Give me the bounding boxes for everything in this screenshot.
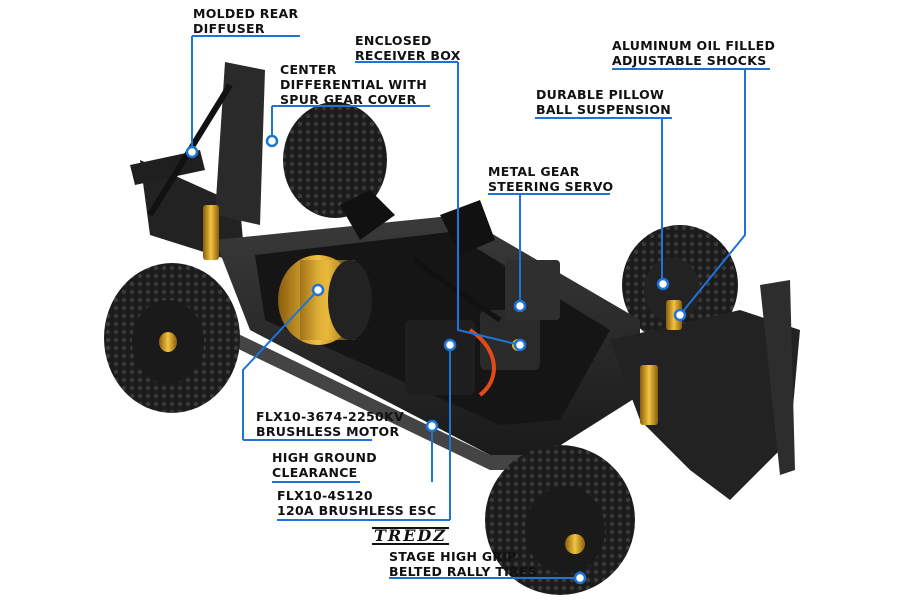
steering-servo: [505, 260, 560, 320]
tredz-logo: TREDZ: [372, 526, 449, 545]
brushless-motor: [278, 255, 372, 345]
callout-line: MOLDED REAR: [193, 6, 299, 21]
callout-line: FLX10-3674-2250KV: [256, 409, 404, 424]
battery-strap: [340, 190, 495, 255]
callout-line: DIFFUSER: [193, 21, 265, 36]
callout-line: STAGE HIGH GRIP: [389, 549, 517, 564]
callout-center-diff: CENTER DIFFERENTIAL WITH SPUR GEAR COVER: [280, 62, 427, 107]
leader-markers: [185, 134, 687, 585]
front-right-tire: [622, 225, 738, 345]
rear-left-tire: [104, 263, 240, 413]
callout-line: DIFFERENTIAL WITH: [280, 77, 427, 92]
callout-tires: STAGE HIGH GRIP BELTED RALLY TIRES: [389, 549, 537, 579]
rear-right-tire: [283, 102, 387, 218]
callout-receiver-box: ENCLOSED RECEIVER BOX: [355, 33, 461, 63]
callout-ground-clearance: HIGH GROUND CLEARANCE: [272, 450, 377, 480]
callout-line: ENCLOSED: [355, 33, 432, 48]
callout-line: BALL SUSPENSION: [536, 102, 672, 117]
callout-line: 120A BRUSHLESS ESC: [277, 503, 437, 518]
rear-diffuser: [130, 62, 265, 265]
callout-steering-servo: METAL GEAR STEERING SERVO: [488, 164, 613, 194]
callout-line: ADJUSTABLE SHOCKS: [612, 53, 767, 68]
callout-esc: FLX10-4S120 120A BRUSHLESS ESC: [277, 488, 436, 518]
callout-line: BRUSHLESS MOTOR: [256, 424, 400, 439]
rear-shock: [203, 205, 219, 260]
front-bumper: [610, 280, 800, 500]
callout-line: BELTED RALLY TIRES: [389, 564, 538, 579]
esc-unit: [405, 258, 502, 397]
callout-line: CENTER: [280, 62, 337, 77]
callout-pillow-ball: DURABLE PILLOW BALL SUSPENSION: [536, 87, 671, 117]
callout-line: METAL GEAR: [488, 164, 580, 179]
callout-line: STEERING SERVO: [488, 179, 614, 194]
callout-line: DURABLE PILLOW: [536, 87, 665, 102]
callout-rear-diffuser: MOLDED REAR DIFFUSER: [193, 6, 298, 36]
leader-lines: [191, 35, 770, 579]
callout-line: HIGH GROUND: [272, 450, 377, 465]
callout-line: FLX10-4S120: [277, 488, 373, 503]
callout-oil-shocks: ALUMINUM OIL FILLED ADJUSTABLE SHOCKS: [612, 38, 775, 68]
callout-line: RECEIVER BOX: [355, 48, 461, 63]
callout-motor: FLX10-3674-2250KV BRUSHLESS MOTOR: [256, 409, 404, 439]
callout-line: CLEARANCE: [272, 465, 358, 480]
front-left-tire: [485, 445, 635, 595]
callout-line: SPUR GEAR COVER: [280, 92, 417, 107]
callout-line: ALUMINUM OIL FILLED: [612, 38, 776, 53]
